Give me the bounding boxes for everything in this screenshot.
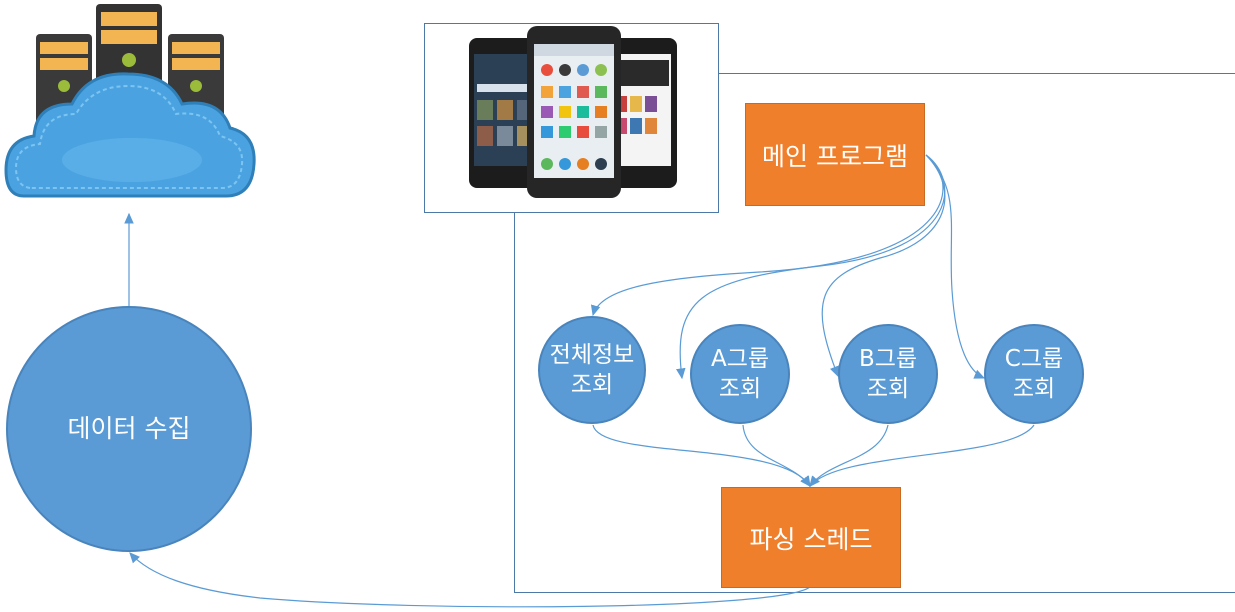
app-frame <box>514 73 1235 593</box>
query-c-line2: 조회 <box>1012 376 1056 402</box>
query-a-line2: 조회 <box>718 376 762 402</box>
query-b-line1: B그룹 <box>858 346 918 372</box>
arrow-parse-to-collect <box>129 552 811 608</box>
main-program-label: 메인 프로그램 <box>762 141 908 171</box>
query-total-line1: 전체정보 <box>549 342 635 368</box>
cloud-server-icon <box>4 4 256 198</box>
arrow-total-to-parse <box>592 424 811 488</box>
query-b-line2: 조회 <box>866 376 910 402</box>
query-c-line1: C그룹 <box>1004 346 1064 372</box>
query-b-circle: B그룹 조회 <box>838 324 938 424</box>
parsing-thread-box: 파싱 스레드 <box>721 487 901 588</box>
arrow-c-to-parse <box>809 424 1035 487</box>
arrow-main-to-b <box>821 154 946 378</box>
query-a-circle: A그룹 조회 <box>690 324 790 424</box>
query-c-circle: C그룹 조회 <box>984 324 1084 424</box>
main-program-box: 메인 프로그램 <box>745 103 925 206</box>
data-collection-label: 데이터 수집 <box>67 414 191 443</box>
arrow-a-to-parse <box>742 424 811 487</box>
query-a-line1: A그룹 <box>710 346 770 372</box>
parsing-thread-label: 파싱 스레드 <box>749 524 873 554</box>
data-collection-circle: 데이터 수집 <box>6 306 252 552</box>
smartphones-icon <box>469 26 677 198</box>
query-total-circle: 전체정보 조회 <box>538 316 646 424</box>
query-total-line2: 조회 <box>570 372 614 398</box>
phones-frame <box>424 23 719 213</box>
arrow-main-to-c <box>925 154 986 379</box>
